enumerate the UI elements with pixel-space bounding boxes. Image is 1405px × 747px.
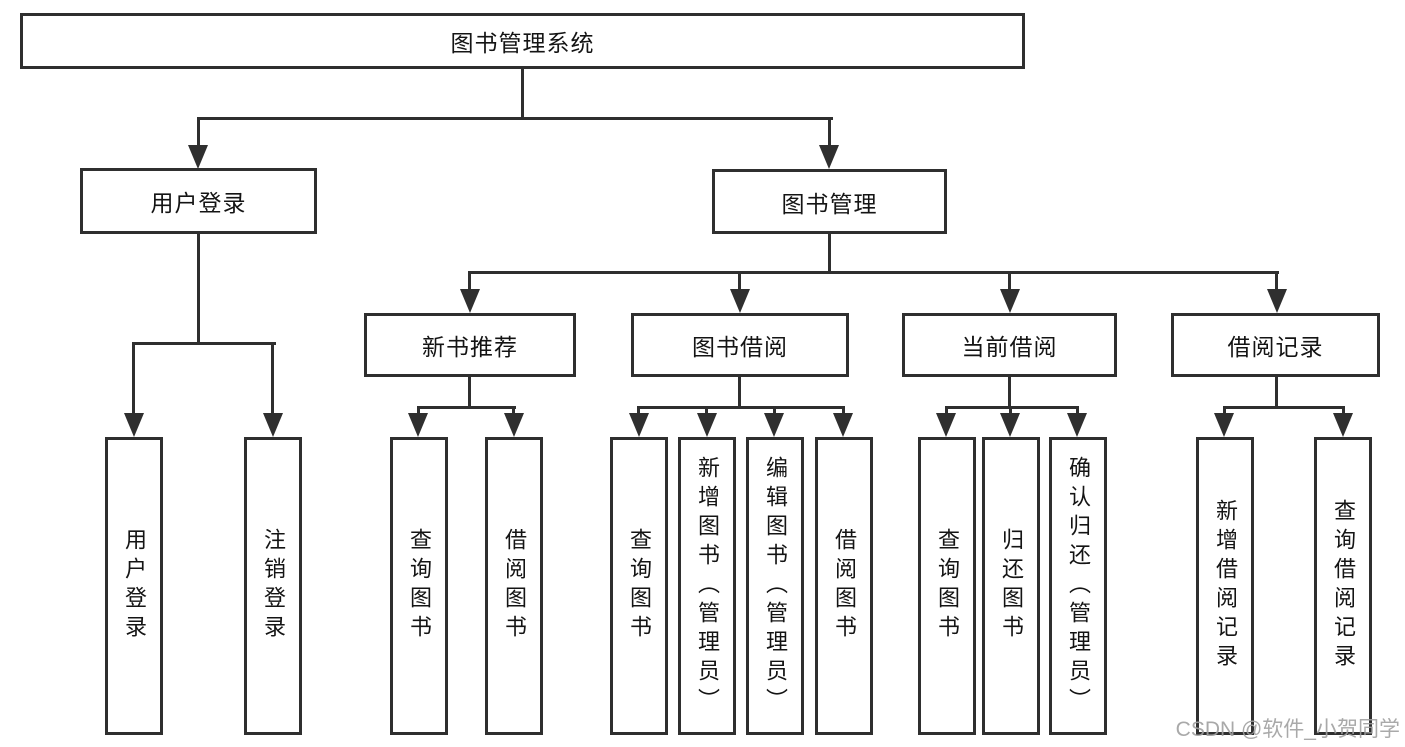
connector-book-borrow-stub	[738, 377, 741, 408]
connector-new-book-rec-hline	[417, 406, 516, 409]
connector-drop-g3c4	[842, 406, 845, 416]
arrowhead-borrow-record	[1267, 289, 1287, 313]
connector-drop-g3c2	[705, 406, 708, 416]
arrowhead-user-login	[188, 145, 208, 169]
connector-drop-book-borrow	[738, 271, 741, 291]
arrowhead-g2c1	[408, 413, 428, 437]
leaf-query-record: 查询借阅记录	[1314, 437, 1372, 735]
leaf-edit-book-label: 编辑图书（管理员）	[763, 455, 788, 717]
leaf-borrow-book-1: 借阅图书	[485, 437, 543, 735]
node-user-login: 用户登录	[80, 168, 317, 234]
connector-root-stub	[521, 69, 524, 119]
connector-borrow-record-hline	[1223, 406, 1345, 409]
node-new-book-rec-label: 新书推荐	[422, 334, 518, 360]
arrowhead-g4c2	[1000, 413, 1020, 437]
connector-drop-g4c1	[945, 406, 948, 416]
connector-drop-user-login	[197, 117, 200, 147]
node-current-borrow: 当前借阅	[902, 313, 1117, 377]
connector-drop-g2c1	[417, 406, 420, 416]
leaf-logout: 注销登录	[244, 437, 302, 735]
connector-level2-hline	[469, 271, 1279, 274]
connector-book-mgmt-stub	[828, 234, 831, 273]
arrowhead-new-book-rec	[460, 289, 480, 313]
leaf-add-book-label: 新增图书（管理员）	[695, 455, 720, 717]
arrowhead-g4c1	[936, 413, 956, 437]
leaf-query-book-1: 查询图书	[390, 437, 448, 735]
node-current-borrow-label: 当前借阅	[961, 334, 1058, 360]
connector-book-borrow-hline	[637, 406, 845, 409]
arrowhead-g3c2	[697, 413, 717, 437]
arrowhead-g3c3	[764, 413, 784, 437]
leaf-query-book-1-label: 查询图书	[407, 528, 432, 644]
connector-new-book-rec-stub	[468, 377, 471, 408]
connector-user-login-stub	[197, 234, 200, 344]
leaf-query-book-3-label: 查询图书	[935, 528, 960, 644]
connector-drop-leaf-user-login	[132, 342, 135, 415]
node-root: 图书管理系统	[20, 13, 1025, 69]
leaf-logout-label: 注销登录	[261, 528, 286, 644]
node-borrow-record: 借阅记录	[1171, 313, 1380, 377]
node-book-borrow: 图书借阅	[631, 313, 849, 377]
leaf-query-book-3: 查询图书	[918, 437, 976, 735]
leaf-add-book: 新增图书（管理员）	[678, 437, 736, 735]
leaf-confirm-return: 确认归还（管理员）	[1049, 437, 1107, 735]
connector-drop-borrow-record	[1275, 271, 1278, 291]
leaf-query-book-2-label: 查询图书	[627, 528, 652, 644]
node-book-mgmt: 图书管理	[712, 169, 947, 234]
leaf-confirm-return-label: 确认归还（管理员）	[1066, 455, 1091, 717]
arrowhead-current-borrow	[1000, 289, 1020, 313]
connector-drop-g4c3	[1076, 406, 1079, 416]
leaf-return-book: 归还图书	[982, 437, 1040, 735]
leaf-borrow-book-2-label: 借阅图书	[832, 528, 857, 644]
csdn-watermark: CSDN @软件_小贺同学	[1175, 718, 1400, 741]
leaf-edit-book: 编辑图书（管理员）	[746, 437, 804, 735]
connector-drop-current-borrow	[1008, 271, 1011, 291]
connector-borrow-record-stub	[1275, 377, 1278, 408]
connector-drop-g3c3	[773, 406, 776, 416]
arrowhead-leaf-user-login	[124, 413, 144, 437]
arrowhead-g3c4	[833, 413, 853, 437]
leaf-add-record: 新增借阅记录	[1196, 437, 1254, 735]
leaf-user-login: 用户登录	[105, 437, 163, 735]
leaf-user-login-label: 用户登录	[122, 528, 147, 644]
connector-user-login-hline	[132, 342, 276, 345]
connector-current-borrow-stub	[1008, 377, 1011, 408]
node-user-login-label: 用户登录	[150, 190, 247, 216]
connector-drop-g5c1	[1223, 406, 1226, 416]
arrowhead-g3c1	[629, 413, 649, 437]
leaf-query-record-label: 查询借阅记录	[1331, 499, 1356, 673]
node-book-borrow-label: 图书借阅	[692, 334, 788, 360]
connector-drop-leaf-logout	[271, 342, 274, 415]
arrowhead-book-mgmt	[819, 145, 839, 169]
connector-drop-book-mgmt	[828, 117, 831, 147]
connector-drop-g2c2	[512, 406, 515, 416]
node-borrow-record-label: 借阅记录	[1227, 334, 1324, 360]
leaf-add-record-label: 新增借阅记录	[1213, 499, 1238, 673]
leaf-query-book-2: 查询图书	[610, 437, 668, 735]
arrowhead-g2c2	[504, 413, 524, 437]
leaf-return-book-label: 归还图书	[999, 528, 1024, 644]
connector-drop-g5c2	[1342, 406, 1345, 416]
connector-drop-g3c1	[637, 406, 640, 416]
arrowhead-book-borrow	[730, 289, 750, 313]
arrowhead-g4c3	[1067, 413, 1087, 437]
arrowhead-g5c1	[1214, 413, 1234, 437]
connector-current-borrow-hline	[945, 406, 1079, 409]
node-root-label: 图书管理系统	[450, 30, 595, 56]
arrowhead-leaf-logout	[263, 413, 283, 437]
connector-level1-hline	[197, 117, 833, 120]
leaf-borrow-book-1-label: 借阅图书	[502, 528, 527, 644]
node-book-mgmt-label: 图书管理	[781, 190, 878, 217]
connector-drop-g4c2	[1009, 406, 1012, 416]
node-new-book-rec: 新书推荐	[364, 313, 576, 377]
connector-drop-new-book-rec	[468, 271, 471, 291]
arrowhead-g5c2	[1333, 413, 1353, 437]
leaf-borrow-book-2: 借阅图书	[815, 437, 873, 735]
